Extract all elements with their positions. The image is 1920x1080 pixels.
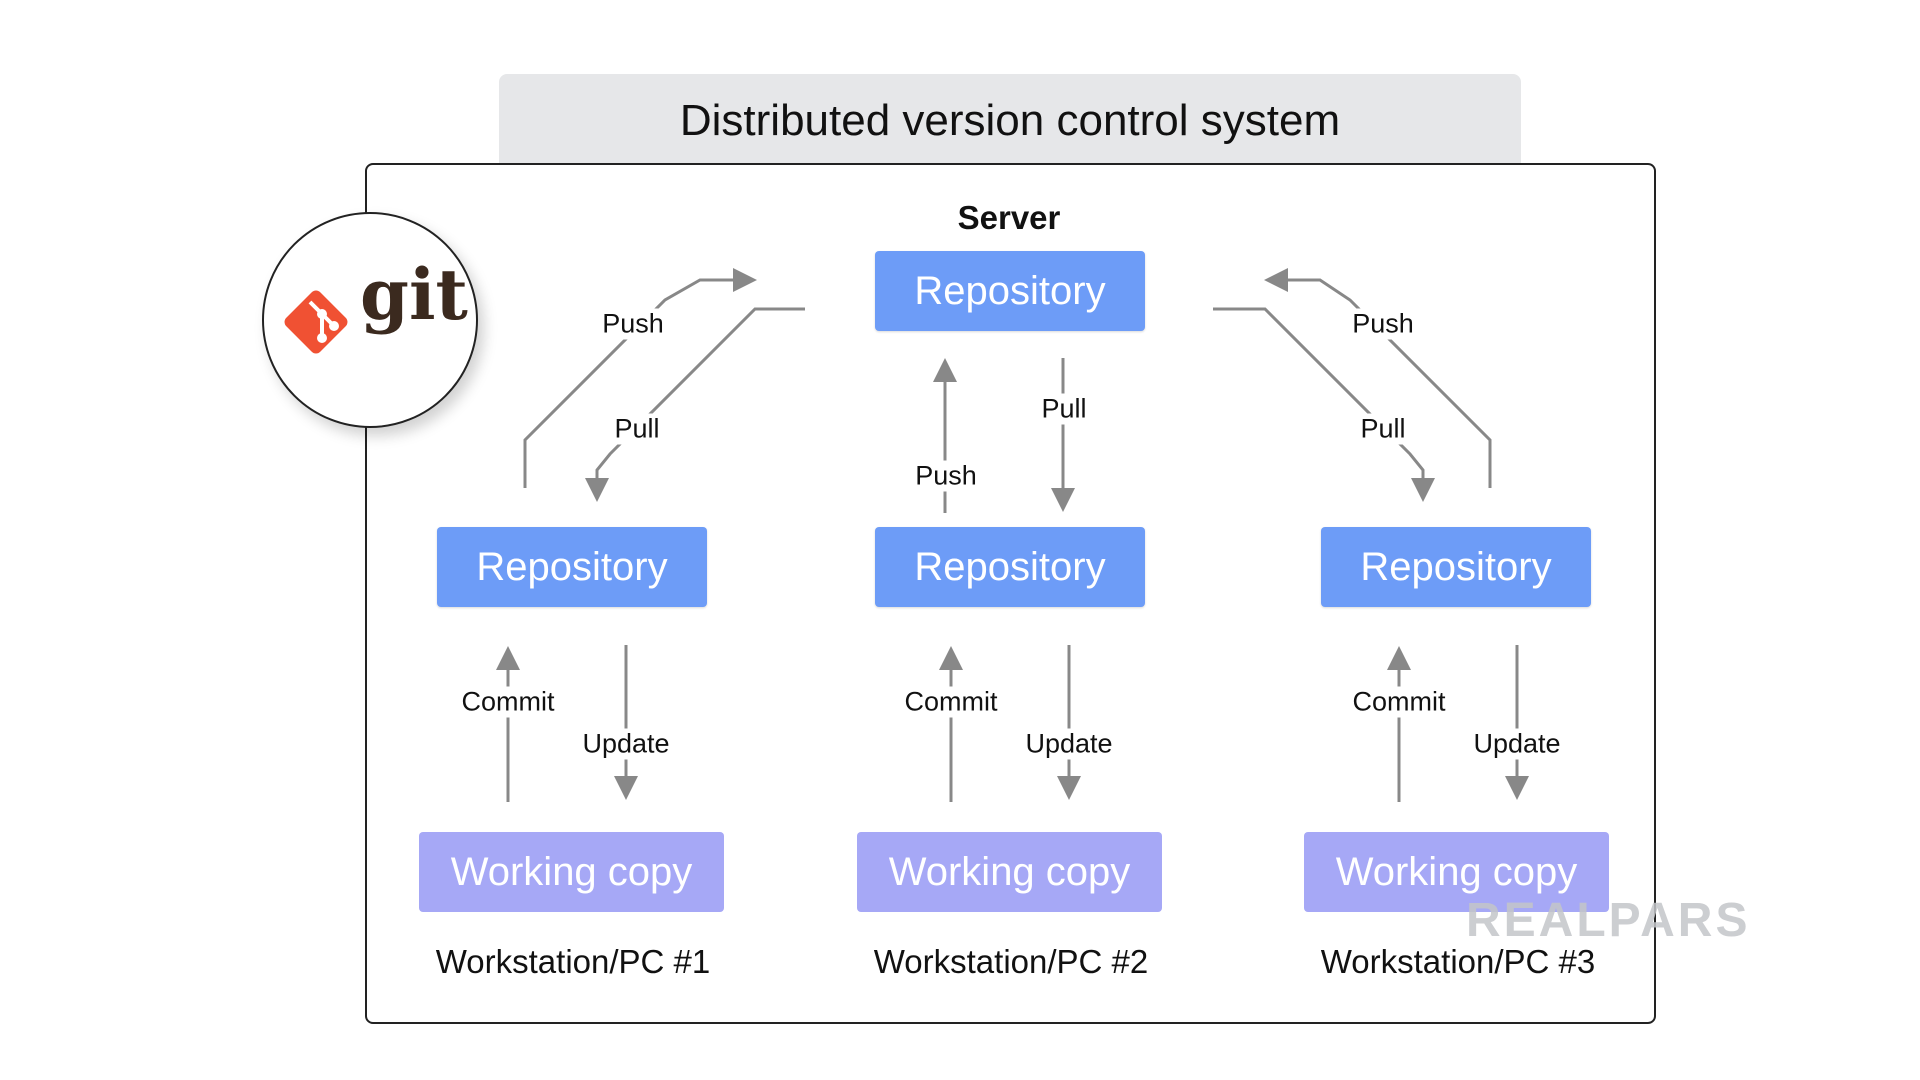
working-copy-1: Working copy [419, 832, 724, 912]
commit-label-3: Commit [1350, 686, 1448, 718]
workstation-label-2: Workstation/PC #2 [873, 943, 1149, 980]
commit-label-2: Commit [902, 686, 1000, 718]
server-repository: Repository [875, 251, 1145, 331]
pull-arrowhead-1 [585, 478, 609, 502]
push-label-3: Push [1350, 308, 1416, 340]
push-arrowhead-2 [933, 358, 957, 382]
repository-1: Repository [437, 527, 707, 607]
update-label-1: Update [580, 728, 672, 760]
git-icon [284, 290, 348, 354]
diagram-title: Distributed version control system [679, 96, 1341, 145]
working-copy-3: Working copy [1304, 832, 1609, 912]
update-arrowhead-2 [1057, 776, 1081, 800]
pull-label-1: Pull [612, 413, 662, 445]
push-arrow-3 [1278, 278, 1492, 488]
working-copy-2: Working copy [857, 832, 1162, 912]
git-wordmark: git [360, 253, 468, 336]
push-label-1: Push [600, 308, 666, 340]
update-arrowhead-3 [1505, 776, 1529, 800]
repository-3: Repository [1321, 527, 1591, 607]
git-logo: git [262, 212, 478, 428]
pull-arrowhead-3 [1411, 478, 1435, 502]
update-label-3: Update [1471, 728, 1563, 760]
commit-arrowhead-3 [1387, 646, 1411, 670]
commit-arrowhead-1 [496, 646, 520, 670]
pull-label-3: Pull [1358, 413, 1408, 445]
pull-arrowhead-2 [1051, 488, 1075, 512]
workstation-label-1: Workstation/PC #1 [435, 943, 711, 980]
realpars-watermark: REALPARS [1466, 894, 1751, 947]
push-arrow-1 [523, 278, 745, 488]
update-arrowhead-1 [614, 776, 638, 800]
update-label-2: Update [1023, 728, 1115, 760]
pull-arrow-1 [595, 307, 805, 488]
pull-label-2: Pull [1039, 393, 1089, 425]
workstation-label-3: Workstation/PC #3 [1320, 943, 1596, 980]
commit-label-1: Commit [459, 686, 557, 718]
pull-arrow-3 [1213, 307, 1425, 488]
server-label: Server [957, 199, 1061, 236]
push-arrowhead-1 [733, 268, 757, 292]
push-arrowhead-3 [1264, 268, 1288, 292]
repository-2: Repository [875, 527, 1145, 607]
push-label-2: Push [913, 460, 979, 492]
commit-arrowhead-2 [939, 646, 963, 670]
